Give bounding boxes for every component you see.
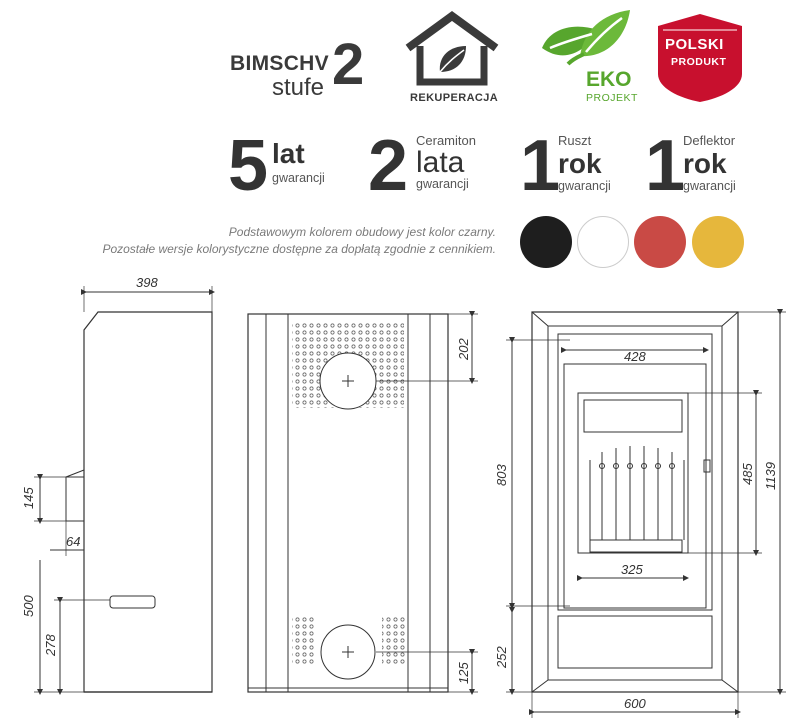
- dim-side-width: 398: [136, 275, 158, 290]
- warranty-number: 2: [368, 126, 409, 206]
- bimschv-word: BIMSCHV: [230, 52, 329, 75]
- house-leaf-icon: [405, 11, 499, 86]
- rekuperacja-badge: REKUPERACJA: [400, 10, 505, 105]
- warranty-2-lata: 2 Ceramiton lata gwarancji: [368, 126, 498, 206]
- dim-side-depth: 64: [66, 534, 80, 549]
- grate: [589, 446, 685, 540]
- swatch-black: [520, 216, 572, 268]
- dim-front-grate-width: 325: [621, 562, 643, 577]
- swatch-red: [634, 216, 686, 268]
- warranty-unit: lata: [416, 146, 465, 179]
- front-view: [506, 309, 786, 718]
- side-view: [34, 286, 215, 695]
- technical-drawing: 398 145 64 500 278 202 125 428 325 485 1…: [21, 275, 786, 718]
- warranty-ruszt: 1 Ruszt rok gwarancji: [520, 126, 630, 206]
- swatch-white: [577, 216, 629, 268]
- rekuperacja-label: REKUPERACJA: [410, 92, 499, 104]
- dim-front-door-height: 485: [740, 463, 755, 485]
- color-info-line2: Pozostałe wersje kolorystyczne dostępne …: [102, 242, 496, 256]
- warranty-number: 5: [228, 126, 269, 206]
- eko-subtitle: PROJEKT: [586, 92, 638, 104]
- dim-back-top: 202: [456, 338, 471, 361]
- bimschv-stufe: stufe: [272, 74, 325, 101]
- dim-front-inner-width: 428: [624, 349, 646, 364]
- warranty-number: 1: [520, 126, 561, 206]
- warranty-deflektor: 1 Deflektor rok gwarancji: [645, 126, 765, 206]
- dim-back-bottom: 125: [456, 662, 471, 684]
- eko-projekt-badge: EKO PROJEKT: [540, 8, 640, 108]
- warranty-top: Ceramiton: [416, 133, 476, 148]
- warranty-label: gwarancji: [416, 177, 469, 191]
- polski-produkt-shield: [658, 14, 742, 102]
- produkt-label: PRODUKT: [671, 56, 727, 68]
- warranty-number: 1: [645, 126, 686, 206]
- dim-side-h2: 500: [21, 595, 36, 617]
- warranty-label: gwarancji: [272, 171, 325, 185]
- back-view: [247, 311, 478, 695]
- swatch-yellow: [692, 216, 744, 268]
- polski-produkt-badge: POLSKI PRODUKT: [655, 12, 745, 104]
- dim-side-h3: 278: [43, 634, 58, 657]
- warranty-top: Deflektor: [683, 133, 736, 148]
- warranty-5-lat: 5 lat gwarancji: [228, 126, 358, 206]
- dim-side-h1: 145: [21, 487, 36, 509]
- color-info-text: Podstawowym kolorem obudowy jest kolor c…: [40, 224, 496, 258]
- warranty-unit: lat: [272, 138, 305, 169]
- dim-front-bottom: 252: [494, 646, 509, 669]
- bimschv-badge: BIMSCHV stufe 2: [230, 30, 380, 102]
- warranty-top: Ruszt: [558, 133, 592, 148]
- dim-front-left-height: 803: [494, 464, 509, 486]
- eko-title: EKO: [586, 68, 632, 91]
- polski-label: POLSKI: [665, 36, 724, 53]
- warranty-label: gwarancji: [558, 179, 611, 193]
- warranty-unit: rok: [683, 148, 727, 179]
- bimschv-number: 2: [332, 32, 365, 97]
- dim-front-total-height: 1139: [763, 462, 778, 490]
- warranty-label: gwarancji: [683, 179, 736, 193]
- warranty-unit: rok: [558, 148, 602, 179]
- leaves-icon: [542, 10, 630, 66]
- dim-front-width: 600: [624, 696, 646, 711]
- color-info-line1: Podstawowym kolorem obudowy jest kolor c…: [228, 225, 496, 239]
